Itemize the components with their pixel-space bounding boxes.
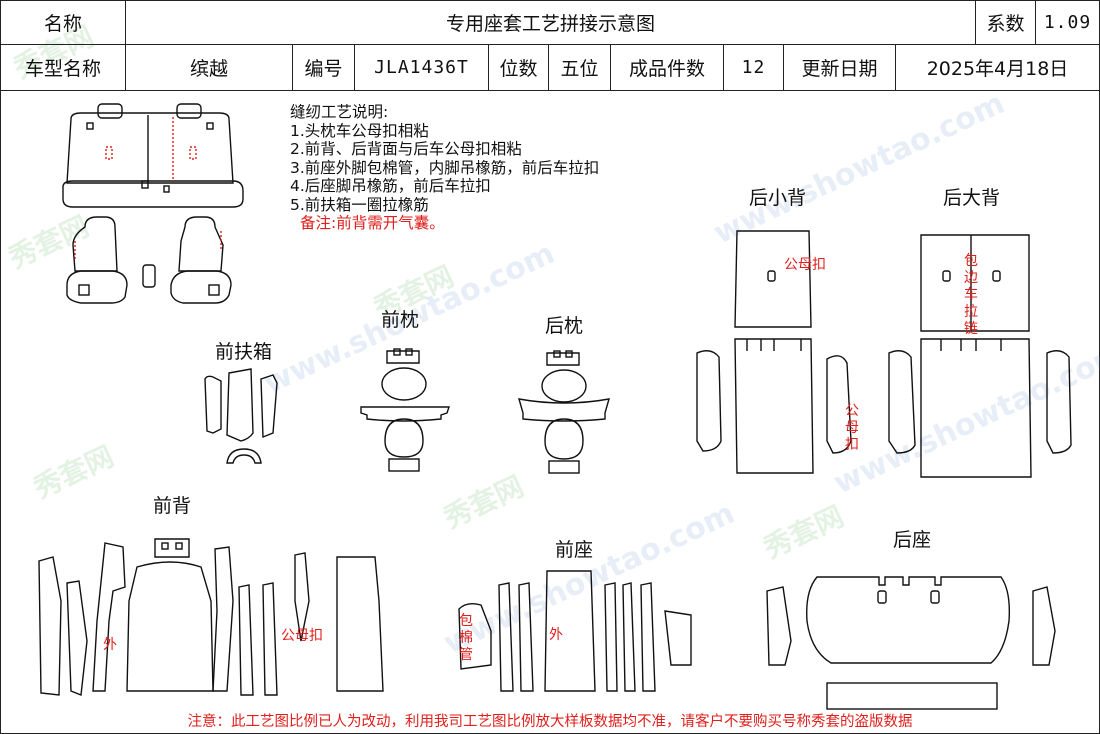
- label-front-headrest: 前枕: [381, 309, 420, 331]
- annotation-buckle: 公母扣: [784, 257, 826, 273]
- label-front-back: 前背: [153, 495, 192, 517]
- annotation-outer: 外: [103, 637, 117, 653]
- rear-small-back-pieces: [696, 230, 852, 474]
- name-label: 名称: [1, 1, 126, 45]
- model-value: 缤越: [126, 45, 293, 91]
- annotation-outer: 外: [549, 627, 563, 643]
- notes-item: 1.头枕车公母扣相粘: [290, 121, 429, 140]
- rear-seat-pieces: [766, 576, 1056, 710]
- pieces-label: 成品件数: [611, 45, 724, 91]
- front-seat-pieces: [458, 570, 692, 692]
- label-rear-headrest: 后枕: [545, 315, 584, 337]
- seat-value: 五位: [549, 45, 611, 91]
- rear-big-back-pieces: [888, 234, 1072, 478]
- label-rear-small-back: 后小背: [749, 187, 807, 209]
- notes-item: 5.前扶箱一圈拉橡筋: [290, 195, 429, 214]
- annotation-buckle: 公母扣: [845, 403, 859, 453]
- rear-bench-sketch: [62, 103, 244, 208]
- footer-notice: 注意：此工艺图比例已人为改动，利用我司工艺图比例放大样板数据均不准，请客户不要购…: [187, 714, 913, 730]
- front-armrest-pieces: [204, 368, 278, 464]
- code-value: JLA1436T: [355, 45, 489, 91]
- notes-remark: 备注:前背需开气囊。: [300, 214, 445, 232]
- update-label: 更新日期: [784, 45, 896, 91]
- pieces-value: 12: [724, 45, 784, 91]
- annotation-cotton-tube: 包棉管: [459, 613, 473, 663]
- seat-label: 位数: [489, 45, 549, 91]
- coef-label: 系数: [976, 1, 1036, 45]
- annotation-buckle: 公母扣: [281, 628, 323, 644]
- notes-item: 4.后座脚吊橡筋，前后车拉扣: [290, 177, 491, 195]
- label-rear-seat: 后座: [893, 529, 932, 551]
- notes-item: 2.前背、后背面与后车公母扣相粘: [290, 140, 522, 158]
- rear-headrest-pieces: [518, 350, 610, 474]
- sheet-title: 专用座套工艺拼接示意图: [126, 1, 976, 45]
- label-front-seat: 前座: [555, 539, 594, 561]
- front-seats-sketch: [66, 216, 232, 304]
- front-back-pieces: [38, 538, 384, 696]
- coef-value: 1.09: [1036, 1, 1099, 45]
- notes-title: 缝纫工艺说明:: [290, 103, 389, 121]
- notes-item: 3.前座外脚包棉管，内脚吊橡筋，前后车拉扣: [290, 158, 600, 177]
- label-front-armrest: 前扶箱: [215, 341, 273, 363]
- sewing-notes: 缝纫工艺说明: 1.头枕车公母扣相粘 2.前背、后背面与后车公母扣相粘 3.前座…: [290, 103, 599, 233]
- update-value: 2025年4月18日: [896, 45, 1099, 91]
- annotation-zipper: 包边车拉链: [964, 253, 978, 337]
- code-label: 编号: [293, 45, 355, 91]
- model-label: 车型名称: [1, 45, 126, 91]
- front-headrest-pieces: [360, 348, 450, 472]
- label-rear-big-back: 后大背: [943, 187, 1001, 209]
